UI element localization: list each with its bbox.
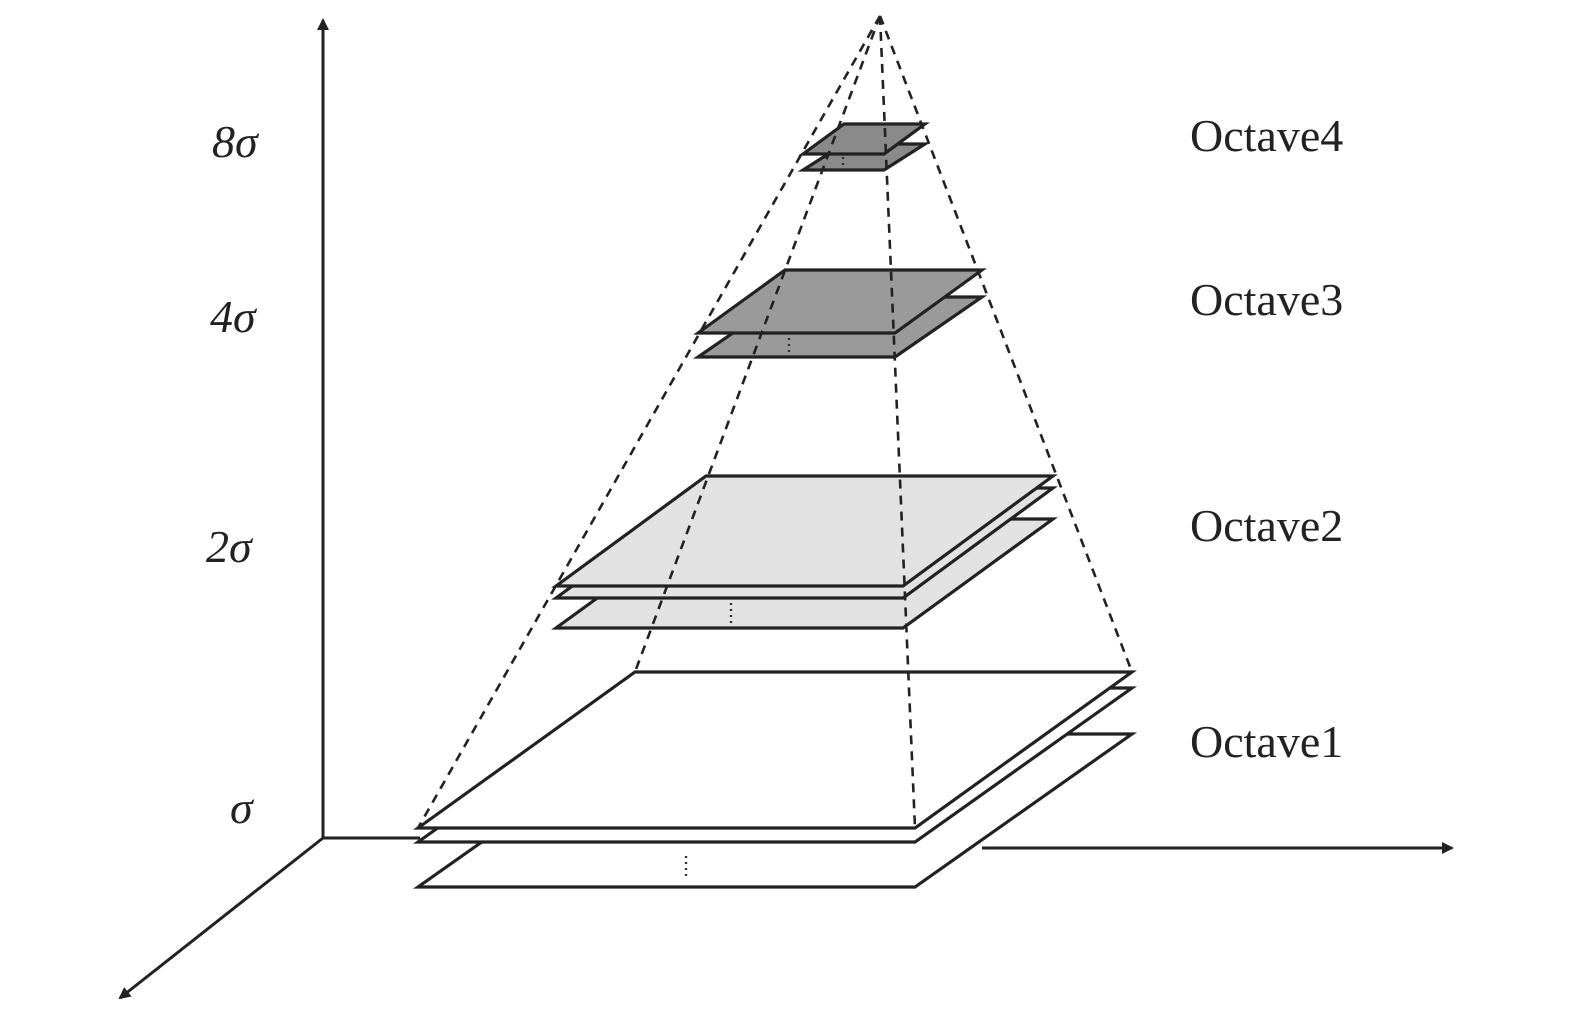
guide-back [633,15,882,673]
octave-label-4: Octave4 [1190,110,1343,161]
scale-label-4sigma: 4σ [210,291,258,342]
octave4-plane-top [798,122,930,156]
octave4-planes [797,122,931,172]
octave2-plane-top [551,474,1058,588]
scale-label-8sigma: 8σ [212,116,260,167]
octave-label-1: Octave1 [1190,716,1343,767]
guide-right [878,15,1134,673]
octave3-plane-top [693,268,987,335]
octave-label-2: Octave2 [1190,500,1343,551]
octave2-planes [551,474,1058,630]
guide-front [878,15,917,829]
scale-label-sigma: σ [230,782,255,833]
depth-axis [118,836,324,1000]
octave1-planes [412,670,1138,889]
octave3-planes [692,268,988,359]
octave-label-3: Octave3 [1190,274,1343,325]
octave1-plane-top [413,670,1137,830]
scale-label-2sigma: 2σ [206,521,254,572]
pyramid-guides [416,15,1134,829]
guide-left [416,15,882,829]
